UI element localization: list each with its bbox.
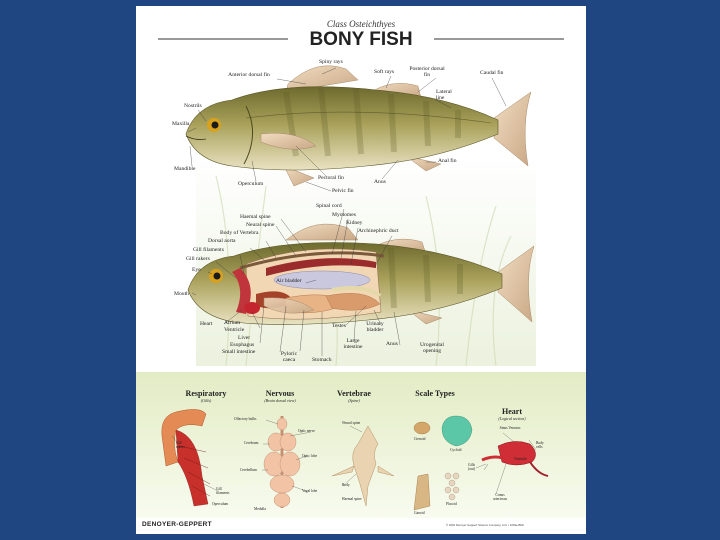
nerv-label-cerebrum: Cerebrum bbox=[244, 442, 258, 446]
nervous-subtitle: (Brain dorsal view) bbox=[248, 399, 312, 403]
vert-label-haemal-spine: Haemal spine bbox=[342, 498, 362, 502]
heart-label-body-cells: Body cells bbox=[536, 442, 550, 449]
caudal-fin bbox=[494, 92, 531, 166]
label-esophagus: Esophagus bbox=[230, 343, 254, 349]
poster-artwork bbox=[136, 6, 586, 534]
label-air-bladder: Air bladder bbox=[276, 279, 302, 285]
heart-label-sinus-venosus: Sinus Venosus bbox=[498, 427, 522, 431]
label-maxilla: Maxilla bbox=[172, 122, 189, 128]
ctenoid-scale bbox=[414, 422, 430, 434]
label-anal-fin: Anal fin bbox=[438, 159, 457, 165]
publisher-logo: DENOYER-GEPPERT bbox=[142, 522, 212, 529]
label-small-intestine: Small intestine bbox=[222, 350, 255, 356]
scale-label-ctenoid: Ctenoid bbox=[414, 438, 425, 442]
label-haemal-spine: Haemal spine bbox=[240, 215, 271, 221]
label-operculum: Operculum bbox=[238, 182, 263, 188]
label-eye: Eye bbox=[192, 268, 201, 274]
nerv-label-optic-nerve: Optic nerve bbox=[298, 430, 315, 434]
vert-label-neural-spine: Neural spine bbox=[342, 422, 362, 426]
label-soft-rays: Soft rays bbox=[374, 70, 394, 76]
resp-label-gill-rakers: Gill rakers bbox=[176, 442, 190, 449]
heart-label-ventricle: Ventricle bbox=[514, 458, 527, 462]
label-nostrils: Nostrils bbox=[184, 104, 202, 110]
label-ventricle: Ventricle bbox=[224, 328, 244, 334]
label-anterior-dorsal-fin: Anterior dorsal fin bbox=[224, 73, 274, 79]
poster-title: BONY FISH bbox=[288, 30, 434, 49]
label-pectoral-fin: Pectoral fin bbox=[318, 176, 344, 182]
class-label: Class Osteichthyes bbox=[296, 20, 426, 29]
copyright-text: © 2004 Denoyer Geppert Science Company, … bbox=[446, 524, 524, 527]
label-large-intestine: Large intestine bbox=[338, 339, 368, 350]
nerv-label-medulla: Medulla bbox=[254, 508, 266, 512]
label-dorsal-aorta: Dorsal aorta bbox=[208, 239, 236, 245]
resp-label-operculum: Operculum bbox=[212, 503, 228, 507]
label-kidney: Kidney bbox=[346, 221, 362, 227]
nerv-label-cerebellum: Cerebellum bbox=[240, 469, 257, 473]
heart-label-gills-out: Gills (out) bbox=[468, 464, 480, 471]
vertebrae-title: Vertebrae bbox=[324, 390, 384, 398]
nerv-label-optic-lobe: Optic lobe bbox=[302, 455, 317, 459]
label-lateral-line: Lateral line bbox=[436, 90, 456, 101]
label-spinal-cord: Spinal cord bbox=[316, 204, 342, 210]
resp-label-gill-filaments: Gill filaments bbox=[216, 488, 232, 495]
label-testes: Testes bbox=[332, 324, 346, 330]
scale-types-title: Scale Types bbox=[400, 390, 470, 398]
poster: Class Osteichthyes BONY FISH Spiny rays … bbox=[136, 6, 586, 534]
respiratory-subtitle: (Gills) bbox=[176, 399, 236, 403]
label-atrium: Atrium bbox=[224, 321, 240, 327]
label-stomach: Stomach bbox=[312, 358, 332, 364]
heart-title: Heart bbox=[482, 408, 542, 416]
label-body-of-vertebra: Body of Vertebra bbox=[220, 231, 258, 237]
nerv-label-olfactory-bulbs: Olfactory bulbs bbox=[234, 418, 256, 422]
heart-label-conus-arteriosus: Conus arteriosus bbox=[488, 494, 512, 501]
scale-label-cycloid: Cycloid bbox=[450, 449, 461, 453]
label-spiny-rays: Spiny rays bbox=[319, 60, 343, 66]
label-urogenital-opening: Urogenital opening bbox=[412, 343, 452, 354]
heart-subtitle: (Logical section) bbox=[482, 417, 542, 421]
label-myotomes: Myotomes bbox=[332, 213, 356, 219]
nerv-label-vagal-lobe: Vagal lobe bbox=[302, 490, 317, 494]
label-caudal-fin: Caudal fin bbox=[480, 71, 503, 77]
scale-label-placoid: Placoid bbox=[446, 503, 457, 507]
label-anus-external: Anus bbox=[374, 180, 386, 186]
label-archinephric-duct: Archinephric duct bbox=[358, 229, 399, 235]
scale-label-ganoid: Ganoid bbox=[414, 512, 425, 516]
label-gill-filaments: Gill filaments bbox=[193, 248, 224, 254]
label-mandible: Mandible bbox=[174, 167, 195, 173]
respiratory-title: Respiratory bbox=[176, 390, 236, 398]
label-liver: Liver bbox=[238, 336, 250, 342]
label-pelvic-fin: Pelvic fin bbox=[332, 189, 354, 195]
vert-label-body: Body bbox=[342, 484, 350, 488]
label-anus-internal: Anus bbox=[386, 342, 398, 348]
vertebrae-subtitle: (Spine) bbox=[324, 399, 384, 403]
label-gill-rakers: Gill rakers bbox=[186, 257, 210, 263]
label-heart-internal: Heart bbox=[200, 322, 212, 328]
label-mouth: Mouth bbox=[174, 292, 189, 298]
label-urinary-bladder: Urinary bladder bbox=[362, 322, 388, 333]
label-neural-spine: Neural spine bbox=[246, 223, 274, 229]
nervous-title: Nervous bbox=[248, 390, 312, 398]
label-posterior-dorsal-fin: Posterior dorsal fin bbox=[408, 67, 446, 78]
label-pyloric-caeca: Pyloric caeca bbox=[276, 352, 302, 363]
